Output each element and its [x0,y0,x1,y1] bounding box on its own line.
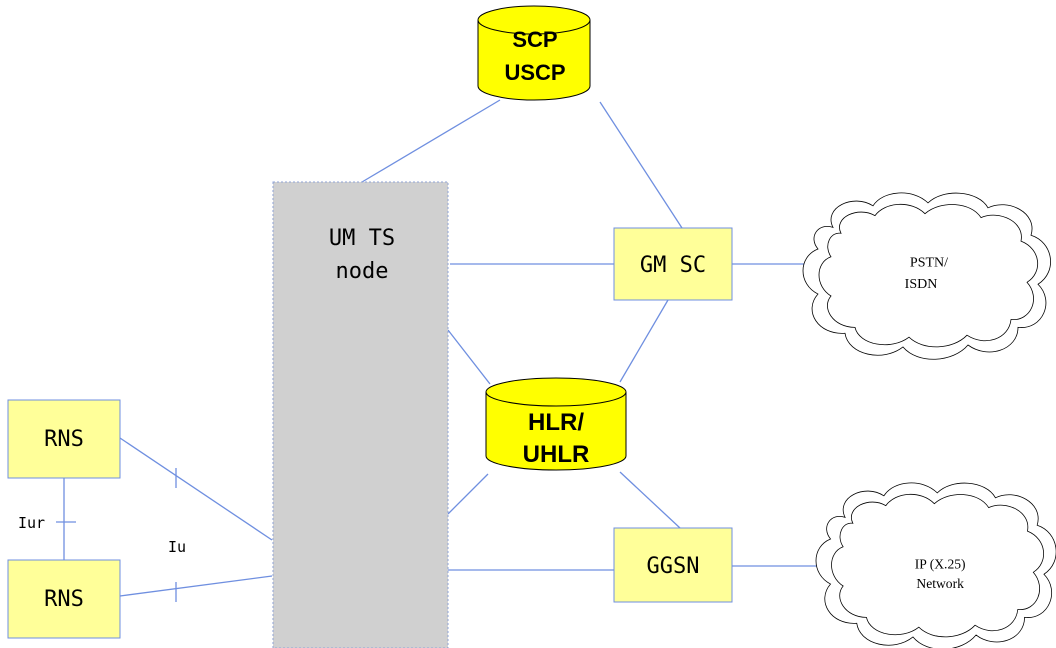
hlr-database: HLR/ UHLR [485,377,627,471]
links [56,99,818,602]
rns-top-label: RNS [44,427,84,452]
link-umts-scp [361,99,501,183]
ggsn-node: GGSN [613,527,733,603]
link-hlr-ggsn [619,471,681,529]
link-umts-hlr-upper [447,329,491,385]
iur-label: Iur [18,514,45,532]
umts-label-line2: node [336,259,389,284]
link-gmsc-hlr [619,299,669,383]
hlr-label-line1: HLR/ [528,409,584,436]
link-rns-bottom-umts [119,575,273,597]
link-scp-gmsc [599,101,683,229]
rns-top-node: RNS [7,399,121,479]
scp-database: SCP USCP [477,5,591,101]
scp-label-line2: USCP [504,60,565,85]
pstn-cloud: PSTN/ ISDN [802,192,1051,360]
link-rns-top-umts [119,437,273,541]
gmsc-node: GM SC [613,227,733,301]
iu-label: Iu [168,538,186,556]
link-umts-hlr-lower [447,473,489,515]
ip-cloud: IP (X.25) Network [815,482,1056,648]
hlr-label-line2: UHLR [523,441,590,468]
umts-label-line1: UM TS [329,226,395,251]
ip-label-line2: Network [916,576,964,591]
gmsc-label: GM SC [640,253,706,278]
rns-bottom-label: RNS [44,587,84,612]
ggsn-label: GGSN [647,554,700,579]
pstn-label-line2: ISDN [905,276,938,291]
scp-label-line1: SCP [512,27,557,52]
ip-label-line1: IP (X.25) [915,556,966,572]
pstn-label-line1: PSTN/ [910,255,948,270]
rns-bottom-node: RNS [7,559,121,639]
umts-node: UM TS node [272,181,449,648]
